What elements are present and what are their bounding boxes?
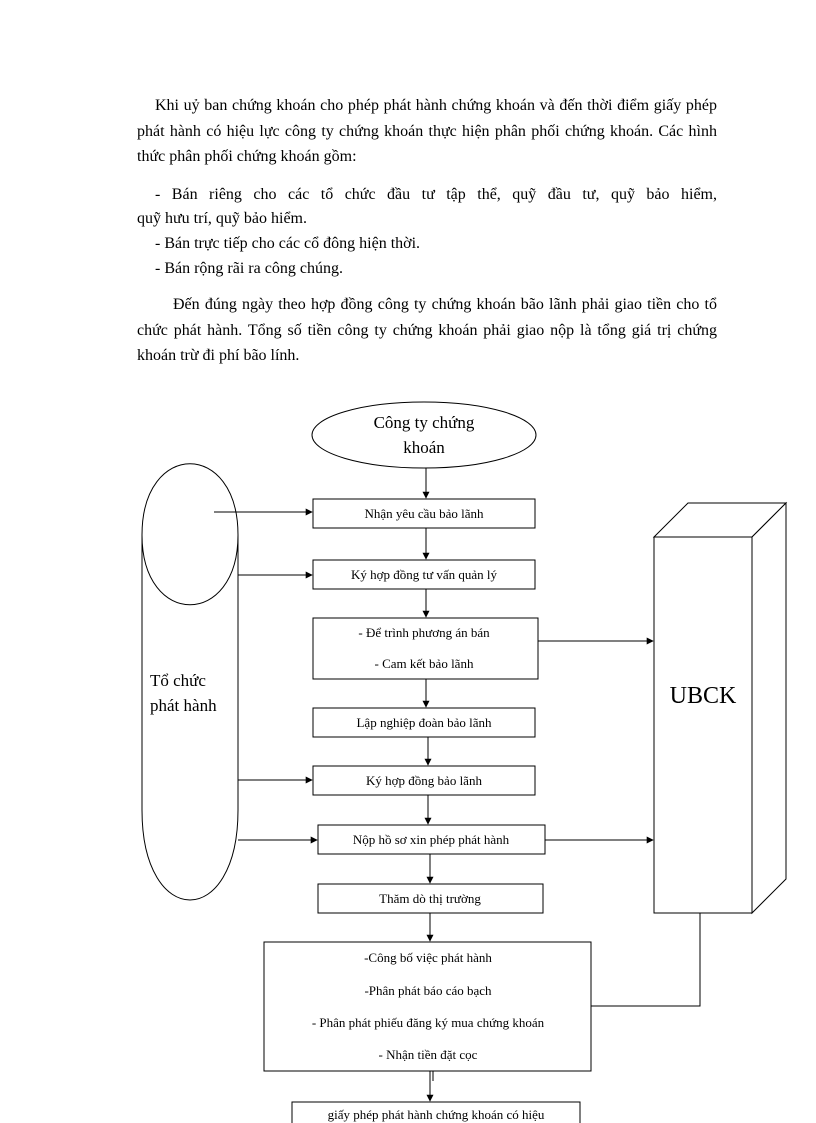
issuer-label-1: Tổ chức	[150, 671, 206, 690]
step-advisory-contract-label: Ký hợp đồng tư vấn quản lý	[351, 567, 498, 582]
step-distribution-label-1: -Công bố việc phát hành	[364, 950, 492, 965]
step-distribution-label-3: - Phân phát phiếu đăng ký mua chứng khoá…	[312, 1015, 545, 1030]
step-market-survey	[317, 883, 544, 914]
ubck-label: UBCK	[670, 683, 737, 709]
bullet-direct-sale: - Bán trực tiếp cho các cổ đông hiện thờ…	[155, 235, 421, 252]
step-receive-request	[312, 498, 536, 529]
step-underwriting-contract-label: Ký hợp đồng bảo lãnh	[366, 773, 482, 788]
bullet-public-sale: - Bán rộng rãi ra công chúng.	[155, 260, 343, 277]
step-proposal-label-1: - Để trình phương án bán	[358, 625, 490, 640]
step-distribution-label-2: -Phân phát báo cáo bạch	[364, 983, 492, 998]
bullet-institutional-sale-cont: quỹ hưu trí, quỹ bảo hiểm.	[137, 210, 307, 227]
step-market-survey-label: Thăm dò thị trường	[379, 891, 481, 906]
step-syndicate-label: Lập nghiệp đoàn bảo lãnh	[356, 715, 492, 730]
securities-company-label-1: Công ty chứng	[374, 413, 475, 432]
step-license-label: giấy phép phát hành chứng khoán có hiệu	[328, 1107, 545, 1122]
step-submit-dossier	[317, 824, 546, 855]
step-syndicate	[312, 707, 536, 738]
intro-paragraph: Khi uỷ ban chứng khoán cho phép phát hàn…	[137, 97, 717, 165]
step-receive-request-label: Nhận yêu cầu bảo lãnh	[364, 506, 484, 521]
step-distribution	[263, 941, 592, 1072]
step-submit-dossier-label: Nộp hồ sơ xin phép phát hành	[353, 832, 510, 847]
issuer-node	[141, 463, 239, 901]
step-proposal-label-2: - Cam kết bảo lãnh	[375, 656, 474, 671]
step-distribution-label-4: - Nhận tiền đặt cọc	[379, 1047, 478, 1062]
bullet-institutional-sale: - Bán riêng cho các tổ chức đầu tư tập t…	[155, 186, 717, 203]
issuer-label-2: phát hành	[150, 696, 217, 715]
step-proposal	[312, 617, 539, 680]
payment-paragraph: Đến đúng ngày theo hợp đồng công ty chứn…	[137, 296, 717, 364]
ubck-node	[652, 501, 788, 915]
securities-company-label-2: khoán	[403, 438, 445, 457]
step-advisory-contract	[312, 559, 536, 590]
securities-company-node	[311, 401, 537, 469]
step-underwriting-contract	[312, 765, 536, 796]
step-license	[291, 1101, 581, 1123]
